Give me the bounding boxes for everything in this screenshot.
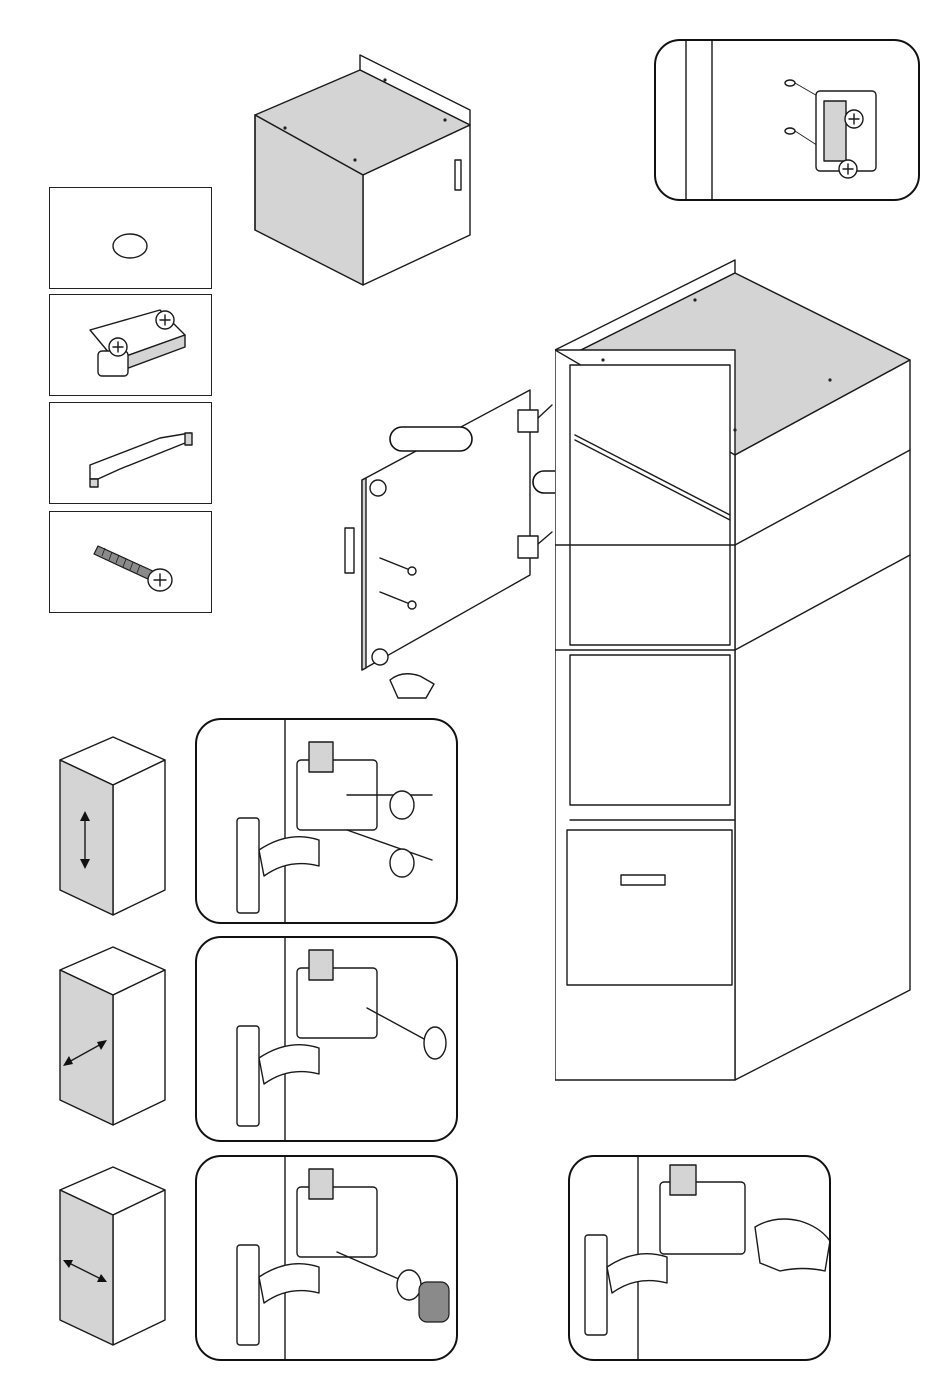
tall-cabinet-illustration: [555, 255, 920, 1085]
side-adjustment-cabinet: [55, 1165, 170, 1347]
height-adjustment-cabinet: [55, 735, 170, 917]
part-door-handle: [49, 402, 212, 504]
hinge-height-adjust-detail: [195, 718, 458, 924]
mounting-plate-detail: [654, 39, 920, 201]
hinge-side-adjust-detail: [195, 1155, 458, 1361]
hinge-depth-adjust-detail: [195, 936, 458, 1142]
hinge-clip-on-detail: [568, 1155, 831, 1361]
part-hinge-mounting-plate: [49, 294, 212, 396]
part-cover-cap: [49, 187, 212, 289]
depth-adjustment-cabinet: [55, 945, 170, 1127]
part-handle-screw: [49, 511, 212, 613]
cabinet-module-illustration: [245, 50, 475, 295]
door-assembly-illustration: [330, 380, 560, 720]
